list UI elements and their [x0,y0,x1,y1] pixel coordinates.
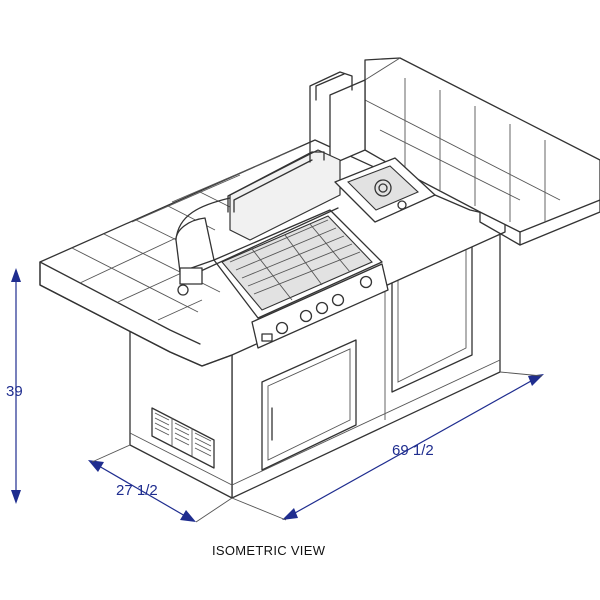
burner-knob-icon [359,275,373,289]
dimension-lines [11,268,544,523]
depth-dimension-label: 27 1/2 [116,482,158,499]
bar-counter [329,57,600,246]
height-dimension-label: 39 [6,383,23,400]
vent-grille [151,407,215,469]
grill-body [177,207,383,319]
burner-knob-icon [275,321,289,335]
control-panel [251,263,389,349]
view-caption: ISOMETRIC VIEW [212,543,326,558]
burner-knob-icon [315,301,329,315]
side-burner [334,157,436,223]
burner-knob-icon [299,309,313,323]
length-dimension-label: 69 1/2 [392,442,434,459]
access-door [261,339,357,471]
side-burner-knob-icon [397,200,407,210]
burner-knob-icon [331,293,345,307]
grill-hood [175,71,353,273]
